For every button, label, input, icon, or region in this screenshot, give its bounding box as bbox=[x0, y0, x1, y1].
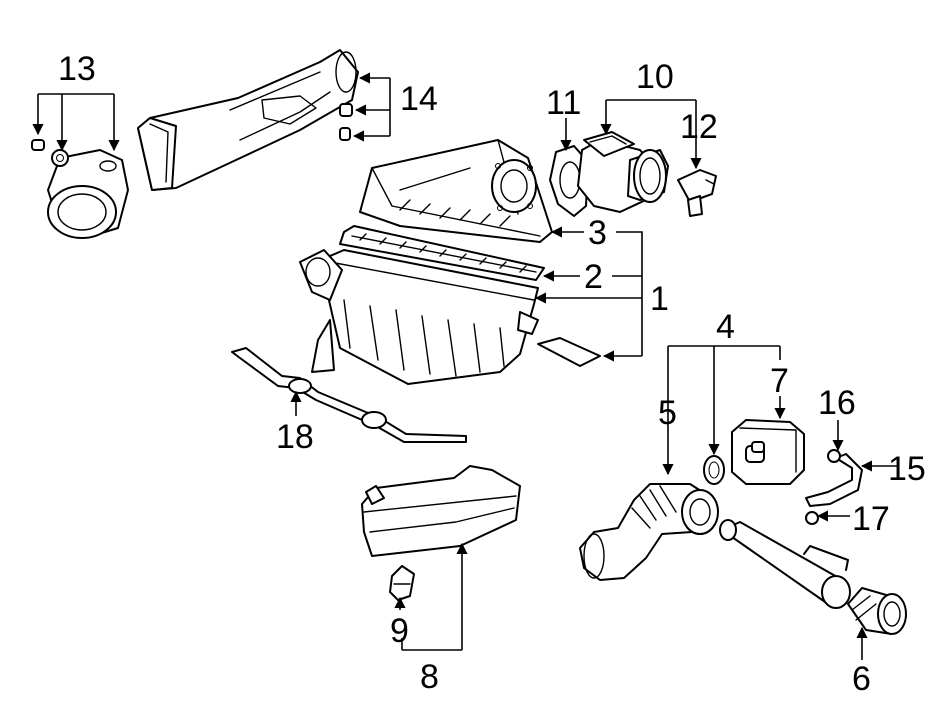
callout-11: 11 bbox=[546, 84, 581, 122]
callout-2: 2 bbox=[584, 258, 603, 296]
grommet-part[interactable] bbox=[389, 565, 415, 601]
callout-8: 8 bbox=[420, 658, 439, 696]
silencer-box-part[interactable] bbox=[361, 465, 521, 557]
callout-18: 18 bbox=[276, 418, 314, 456]
callout-10: 10 bbox=[636, 58, 674, 96]
intake-tube-part[interactable] bbox=[719, 519, 851, 609]
intake-tube-end-part[interactable] bbox=[847, 587, 907, 635]
vacuum-hose-part[interactable] bbox=[805, 453, 863, 507]
small-bolt-part[interactable] bbox=[31, 139, 45, 151]
intake-air-duct-part[interactable] bbox=[137, 49, 359, 191]
air-filter-element-part[interactable] bbox=[339, 225, 545, 281]
intake-hose-part[interactable] bbox=[579, 483, 719, 581]
intake-adapter-part[interactable] bbox=[47, 149, 129, 239]
filter-label-plate-part[interactable] bbox=[537, 337, 601, 367]
callout-1: 1 bbox=[650, 280, 669, 318]
mass-air-flow-meter-part[interactable] bbox=[577, 131, 669, 213]
gasket-part[interactable] bbox=[549, 145, 589, 217]
hose-clip-lower-part[interactable] bbox=[805, 511, 819, 525]
air-cleaner-cover-part[interactable] bbox=[359, 139, 553, 243]
resonator-part[interactable] bbox=[731, 419, 805, 485]
callout-5: 5 bbox=[658, 394, 677, 432]
hose-clip-upper-part[interactable] bbox=[827, 449, 841, 463]
callout-17: 17 bbox=[852, 500, 890, 538]
callout-13: 13 bbox=[58, 50, 96, 88]
callout-3: 3 bbox=[588, 214, 607, 252]
callout-labels: 13 14 11 10 12 3 2 1 4 7 5 16 15 17 18 9… bbox=[58, 50, 926, 698]
callout-14: 14 bbox=[400, 80, 438, 118]
air-temp-sensor-part[interactable] bbox=[677, 169, 717, 217]
nut-part[interactable] bbox=[51, 149, 69, 167]
callout-4: 4 bbox=[716, 308, 735, 346]
hose-clamp-part[interactable] bbox=[703, 455, 725, 485]
callout-12: 12 bbox=[680, 108, 718, 146]
leader-lines bbox=[32, 72, 898, 660]
support-bracket-part[interactable] bbox=[231, 347, 467, 443]
callout-15: 15 bbox=[888, 450, 926, 488]
callout-16: 16 bbox=[818, 384, 856, 422]
callout-6: 6 bbox=[852, 660, 871, 698]
duct-clip-part[interactable] bbox=[339, 103, 353, 141]
air-cleaner-case-part[interactable] bbox=[299, 249, 539, 385]
callout-9: 9 bbox=[390, 612, 409, 650]
callout-7: 7 bbox=[770, 362, 789, 400]
